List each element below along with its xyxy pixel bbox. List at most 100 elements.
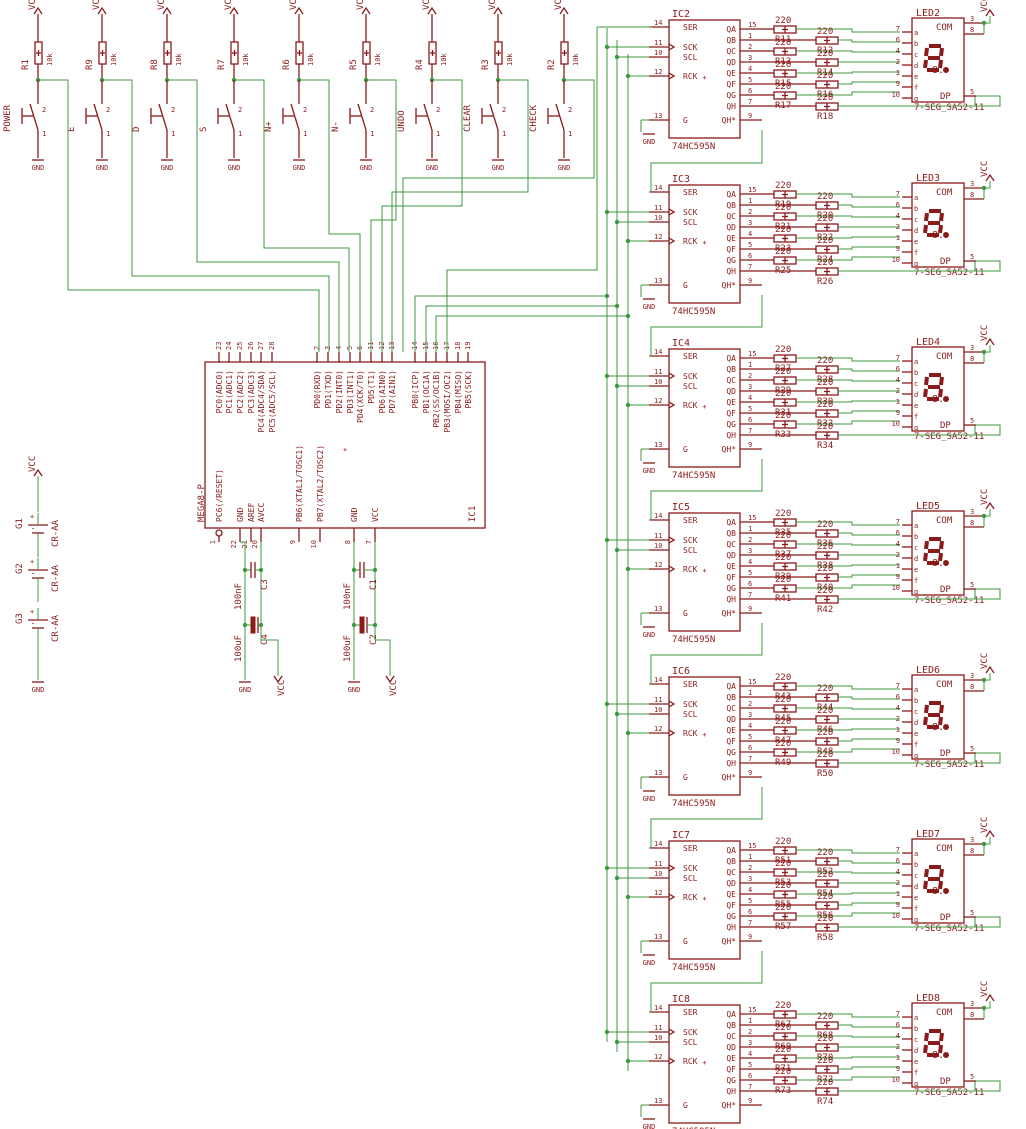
mcu-pin-number: 3 (324, 346, 332, 350)
resistor-value: 220 (817, 422, 833, 432)
button-net (402, 79, 595, 352)
pullup-ref: R9 (85, 59, 95, 70)
cap-value: 100nF (343, 583, 353, 610)
mcu-pin-number: 22 (230, 540, 238, 548)
resistor-value: 220 (817, 93, 833, 103)
clock-marker (668, 700, 676, 708)
vcc-label: VCC (389, 680, 399, 696)
display-pin-name: a (914, 29, 918, 37)
mcu-pin-name: PB2(SS/OC1B) (432, 370, 441, 428)
shift-register-pin-number: 11 (654, 532, 662, 540)
shift-register-ref: IC7 (672, 830, 690, 841)
mcu-pin-number: 1 (209, 540, 217, 544)
display-pin-name: e (914, 730, 918, 738)
shift-register-pin-name: SCK (683, 43, 698, 52)
pin-number: 2 (436, 106, 440, 114)
push-button (423, 103, 433, 131)
display-segment (938, 59, 943, 69)
clock-marker (668, 1057, 676, 1065)
shift-register-pin-name: SCK (683, 700, 698, 709)
shift-register-pin-name: SCL (683, 1038, 698, 1047)
shift-register-pin-number: 13 (654, 441, 662, 449)
display-dp (943, 396, 949, 402)
display-pin-name: d (914, 883, 918, 891)
display-pin-number: 2 (896, 1043, 900, 1051)
shift-register-pin-number: 6 (748, 1072, 752, 1080)
clock-marker (668, 72, 676, 80)
pin-number: 2 (106, 106, 110, 114)
shift-register-pin-name: QE (726, 234, 736, 243)
segment-net (796, 543, 900, 546)
display-pin-number: 10 (892, 91, 900, 99)
dp-net (862, 1080, 1001, 1092)
shift-register-pin-number: 12 (654, 397, 662, 405)
mcu-pin-name: PC6(/RESET) (215, 469, 224, 522)
shift-register-pin-number: 14 (654, 19, 662, 27)
display-pin-number: 4 (896, 1032, 900, 1040)
button-label: POWER (3, 104, 13, 132)
shift-register-pin-name: SER (683, 1008, 698, 1017)
shift-register-pin-name: QG (726, 912, 736, 921)
shift-register-pin-name: QE (726, 398, 736, 407)
dp-net (862, 95, 1001, 107)
segment-net (796, 193, 900, 198)
display-part: 7-SEG_SA52-11 (914, 268, 984, 278)
shift-register-pin-name: QD (726, 551, 736, 560)
segment-net (796, 256, 900, 261)
origin-mark: + (702, 1059, 706, 1067)
display-segment (923, 224, 928, 234)
resistor-value: 220 (775, 1001, 791, 1011)
vcc-symbol (361, 6, 371, 15)
vcc-symbol (985, 501, 995, 510)
mcu-pin-name: GND (350, 507, 359, 522)
shift-register-pin-number: 14 (654, 184, 662, 192)
button-net (38, 79, 320, 352)
display-pin-number: 5 (970, 581, 974, 589)
resistor-value: 220 (775, 389, 791, 399)
display-pin-number: 4 (896, 704, 900, 712)
mcu-body (204, 361, 486, 529)
shift-register-pin-name: RCK (683, 401, 698, 410)
resistor-value: 220 (775, 16, 791, 26)
display-segment (924, 212, 929, 222)
shift-register-pin-name: QG (726, 256, 736, 265)
resistor-value: 220 (775, 181, 791, 191)
shift-register-pin-number: 7 (748, 263, 752, 271)
vcc-label: VCC (157, 0, 167, 10)
display-dp (943, 67, 949, 73)
segment-net (796, 685, 900, 690)
button-net (391, 79, 529, 352)
shift-register-pin-name: QG (726, 420, 736, 429)
segment-net (838, 368, 900, 372)
button-label: N+ (264, 121, 274, 132)
display-pin-name: e (914, 402, 918, 410)
shift-register-pin-number: 7 (748, 591, 752, 599)
push-button (225, 103, 235, 131)
display-pin-number: 10 (892, 912, 900, 920)
mcu-bus (425, 305, 617, 352)
segment-net (796, 71, 900, 74)
junction-dot (625, 313, 631, 319)
display-segment (924, 868, 929, 878)
resistor-value: 220 (817, 214, 833, 224)
display-pin-name: a (914, 358, 918, 366)
origin-mark: + (702, 567, 706, 575)
shift-register-pin-number: 15 (748, 842, 756, 850)
shift-register-pin-number: 4 (748, 65, 752, 73)
shift-register-pin-number: 6 (748, 744, 752, 752)
pullup-value: 10k (175, 53, 183, 66)
display-segment (923, 716, 928, 726)
display-pin-number: 9 (896, 245, 900, 253)
display-pin-name: c (914, 380, 918, 388)
clock-marker (668, 372, 676, 380)
resistor-value: 220 (817, 892, 833, 902)
mcu-pin-name: PC2(ADC2) (236, 370, 245, 413)
display-pin-number: 3 (970, 15, 974, 23)
display-segment (938, 716, 943, 726)
resistor-value: 220 (775, 367, 791, 377)
display-pin-name: g (914, 1080, 918, 1088)
resistor-value: 220 (775, 1067, 791, 1077)
vcc-symbol (229, 6, 239, 15)
display-pin-name: c (914, 1036, 918, 1044)
display-segment (923, 59, 928, 69)
